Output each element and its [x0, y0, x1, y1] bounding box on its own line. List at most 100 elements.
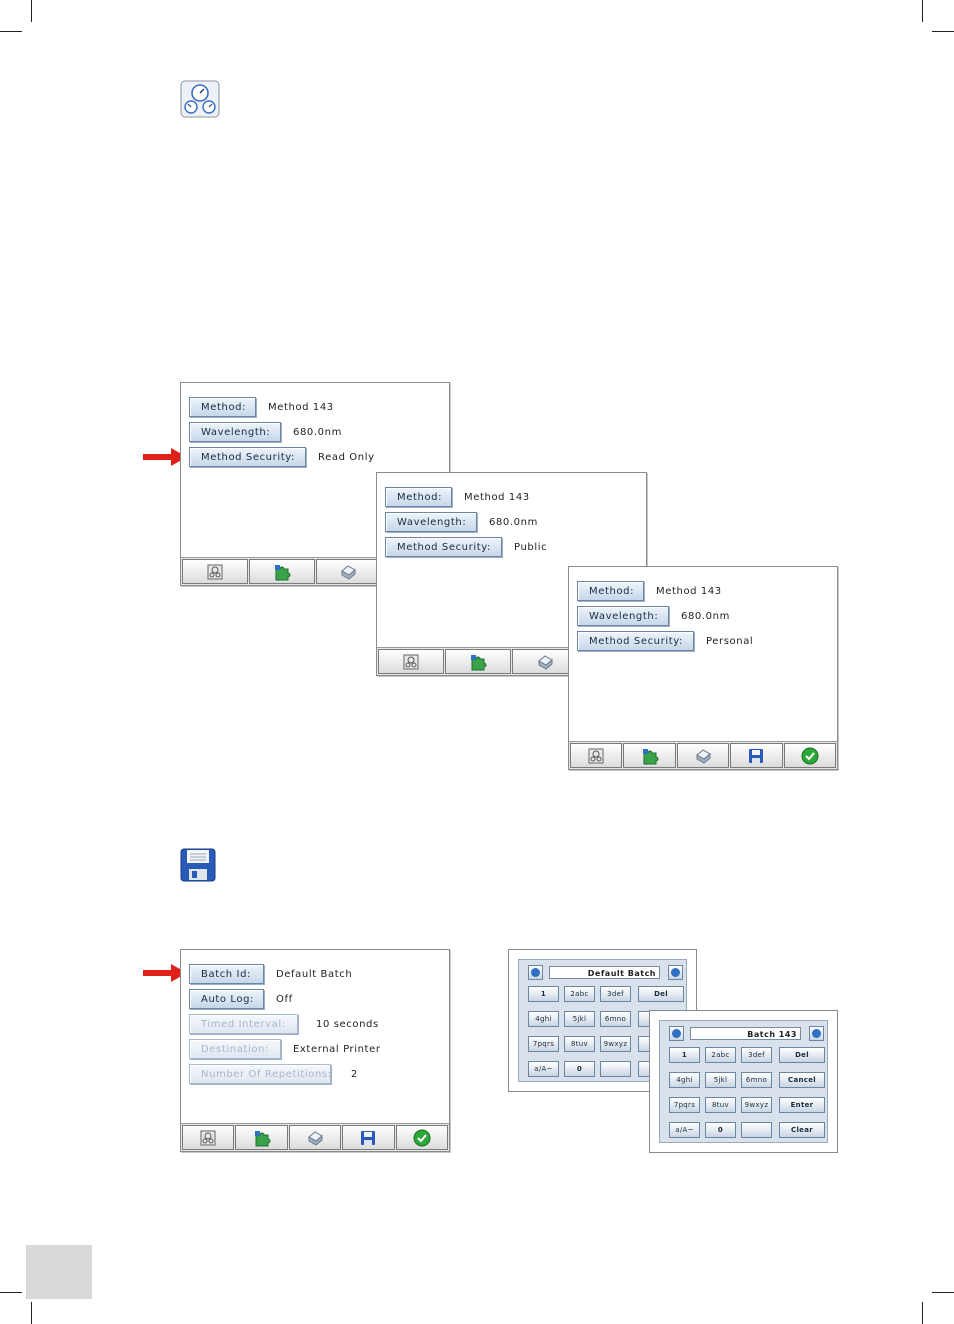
key-3[interactable]: 3def: [600, 986, 631, 1002]
timed-interval-button[interactable]: Timed Interval:: [189, 1014, 298, 1034]
method-button[interactable]: Method:: [189, 397, 256, 417]
setup-button[interactable]: [378, 649, 444, 674]
floppy-disk-icon: [180, 848, 216, 882]
key-2[interactable]: 2abc: [705, 1047, 736, 1063]
key-4[interactable]: 4ghi: [528, 1011, 559, 1027]
wavelength-button[interactable]: Wavelength:: [385, 512, 477, 532]
puzzle-icon: [471, 654, 487, 670]
setup-button[interactable]: [182, 1125, 235, 1150]
key-blank[interactable]: [741, 1122, 772, 1138]
key-0[interactable]: 0: [705, 1122, 736, 1138]
method-security-value: Public: [514, 541, 548, 553]
key-4[interactable]: 4ghi: [669, 1072, 700, 1088]
auto-log-value: Off: [276, 993, 293, 1005]
key-5[interactable]: 5jkl: [705, 1072, 736, 1088]
method-screen-personal: Method: Method 143 Wavelength: 680.0nm M…: [568, 566, 838, 770]
setup-button[interactable]: [182, 559, 248, 584]
key-7[interactable]: 7pqrs: [669, 1097, 700, 1113]
setup-icon: [588, 748, 604, 763]
print-button[interactable]: [315, 559, 382, 584]
key-9[interactable]: 9wxyz: [741, 1097, 772, 1113]
key-8[interactable]: 8tuv: [564, 1036, 595, 1052]
setup-icon: [403, 654, 419, 669]
gauges-icon: [180, 80, 220, 118]
destination-button[interactable]: Destination:: [189, 1039, 281, 1059]
method-value: Method 143: [656, 585, 722, 597]
method-button[interactable]: Method:: [385, 487, 452, 507]
cursor-right-button[interactable]: [668, 965, 683, 980]
setup-button[interactable]: [570, 743, 623, 768]
method-security-value: Read Only: [318, 451, 375, 463]
setup-icon: [200, 1130, 216, 1145]
key-blank[interactable]: [600, 1061, 631, 1077]
save-button[interactable]: [730, 743, 783, 768]
key-6[interactable]: 6mno: [741, 1072, 772, 1088]
batch-id-button[interactable]: Batch Id:: [189, 964, 264, 984]
key-cancel[interactable]: Cancel: [779, 1072, 825, 1088]
keypad-display: Batch 143: [690, 1027, 801, 1040]
key-5[interactable]: 5jkl: [564, 1011, 595, 1027]
arrow-right-icon: [812, 1029, 821, 1038]
key-6[interactable]: 6mno: [600, 1011, 631, 1027]
options-button[interactable]: [623, 743, 676, 768]
confirm-button[interactable]: [395, 1125, 449, 1150]
cursor-right-button[interactable]: [809, 1026, 824, 1041]
wavelength-button[interactable]: Wavelength:: [577, 606, 669, 626]
timed-interval-value: 10 seconds: [316, 1018, 379, 1030]
number-of-repetitions-button[interactable]: Number Of Repetitions:: [189, 1064, 331, 1084]
cursor-left-button[interactable]: [528, 965, 543, 980]
crop-mark: [31, 1302, 32, 1324]
toolbar: [181, 1123, 449, 1151]
key-case-toggle[interactable]: a/A~: [528, 1061, 559, 1077]
puzzle-icon: [254, 1130, 271, 1146]
destination-value: External Printer: [293, 1043, 381, 1055]
check-icon: [413, 1129, 431, 1146]
key-del[interactable]: Del: [638, 986, 684, 1002]
crop-mark: [932, 1292, 954, 1293]
key-1[interactable]: 1: [669, 1047, 700, 1063]
keypad-display: Default Batch: [549, 966, 660, 979]
key-clear[interactable]: Clear: [779, 1122, 825, 1138]
crop-mark: [932, 31, 954, 32]
method-value: Method 143: [268, 401, 334, 413]
print-button[interactable]: [676, 743, 730, 768]
crop-mark: [0, 1292, 22, 1293]
batch-id-value: Default Batch: [276, 968, 353, 980]
key-case-toggle[interactable]: a/A~: [669, 1122, 700, 1138]
key-1[interactable]: 1: [528, 986, 559, 1002]
method-security-button[interactable]: Method Security:: [189, 447, 306, 467]
method-security-value: Personal: [706, 635, 754, 647]
key-enter[interactable]: Enter: [779, 1097, 825, 1113]
options-button[interactable]: [235, 1125, 288, 1150]
printer-icon: [308, 1130, 323, 1146]
wavelength-value: 680.0nm: [681, 610, 730, 622]
pointer-arrow-icon: [143, 448, 187, 466]
number-of-repetitions-value: 2: [351, 1068, 358, 1080]
batch-screen: Batch Id: Default Batch Auto Log: Off Ti…: [180, 949, 450, 1152]
check-icon: [801, 747, 819, 764]
confirm-button[interactable]: [783, 743, 837, 768]
print-button[interactable]: [512, 649, 578, 674]
save-icon: [361, 1130, 376, 1145]
method-button[interactable]: Method:: [577, 581, 644, 601]
arrow-left-icon: [672, 1029, 681, 1038]
key-9[interactable]: 9wxyz: [600, 1036, 631, 1052]
auto-log-button[interactable]: Auto Log:: [189, 989, 264, 1009]
print-button[interactable]: [288, 1125, 342, 1150]
method-security-button[interactable]: Method Security:: [385, 537, 502, 557]
method-security-button[interactable]: Method Security:: [577, 631, 694, 651]
wavelength-button[interactable]: Wavelength:: [189, 422, 281, 442]
puzzle-icon: [274, 564, 291, 580]
save-icon: [749, 748, 764, 763]
key-3[interactable]: 3def: [741, 1047, 772, 1063]
key-8[interactable]: 8tuv: [705, 1097, 736, 1113]
key-7[interactable]: 7pqrs: [528, 1036, 559, 1052]
cursor-left-button[interactable]: [669, 1026, 684, 1041]
key-0[interactable]: 0: [564, 1061, 595, 1077]
key-2[interactable]: 2abc: [564, 986, 595, 1002]
page-tab: [26, 1245, 92, 1299]
options-button[interactable]: [445, 649, 511, 674]
key-del[interactable]: Del: [779, 1047, 825, 1063]
save-button[interactable]: [342, 1125, 395, 1150]
options-button[interactable]: [248, 559, 315, 584]
